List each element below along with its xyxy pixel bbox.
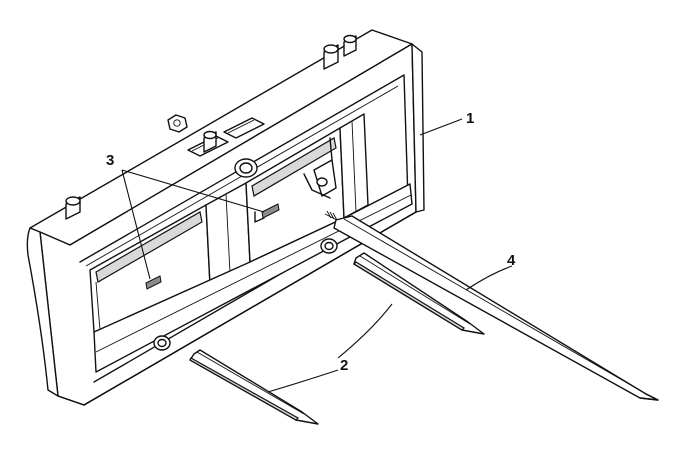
pin-far-right <box>343 34 357 57</box>
main-spear <box>324 210 659 401</box>
hex-nut <box>167 114 188 133</box>
lower-sleeve-left <box>153 335 171 351</box>
top-pins <box>65 34 357 220</box>
callout-4: 4 <box>465 252 516 291</box>
callout-2: 2 <box>267 303 393 393</box>
callout-1: 1 <box>419 110 474 136</box>
threaded-end <box>324 210 338 221</box>
upper-spear-sleeve <box>234 158 258 178</box>
pin-center <box>203 130 217 153</box>
svg-text:3: 3 <box>106 152 114 169</box>
pin-left <box>65 196 81 220</box>
pin-right <box>323 44 339 70</box>
lower-sleeve-right <box>320 238 338 254</box>
latch-slots <box>145 203 280 290</box>
lower-spear-sleeves <box>153 238 338 351</box>
svg-text:1: 1 <box>466 110 474 127</box>
mounting-frame <box>26 29 425 406</box>
callout-3: 3 <box>106 152 265 280</box>
spear-bracket <box>303 137 337 199</box>
svg-text:2: 2 <box>340 357 348 374</box>
svg-text:4: 4 <box>507 252 516 269</box>
short-spear-lower <box>189 349 319 425</box>
short-spear-upper <box>353 252 485 335</box>
